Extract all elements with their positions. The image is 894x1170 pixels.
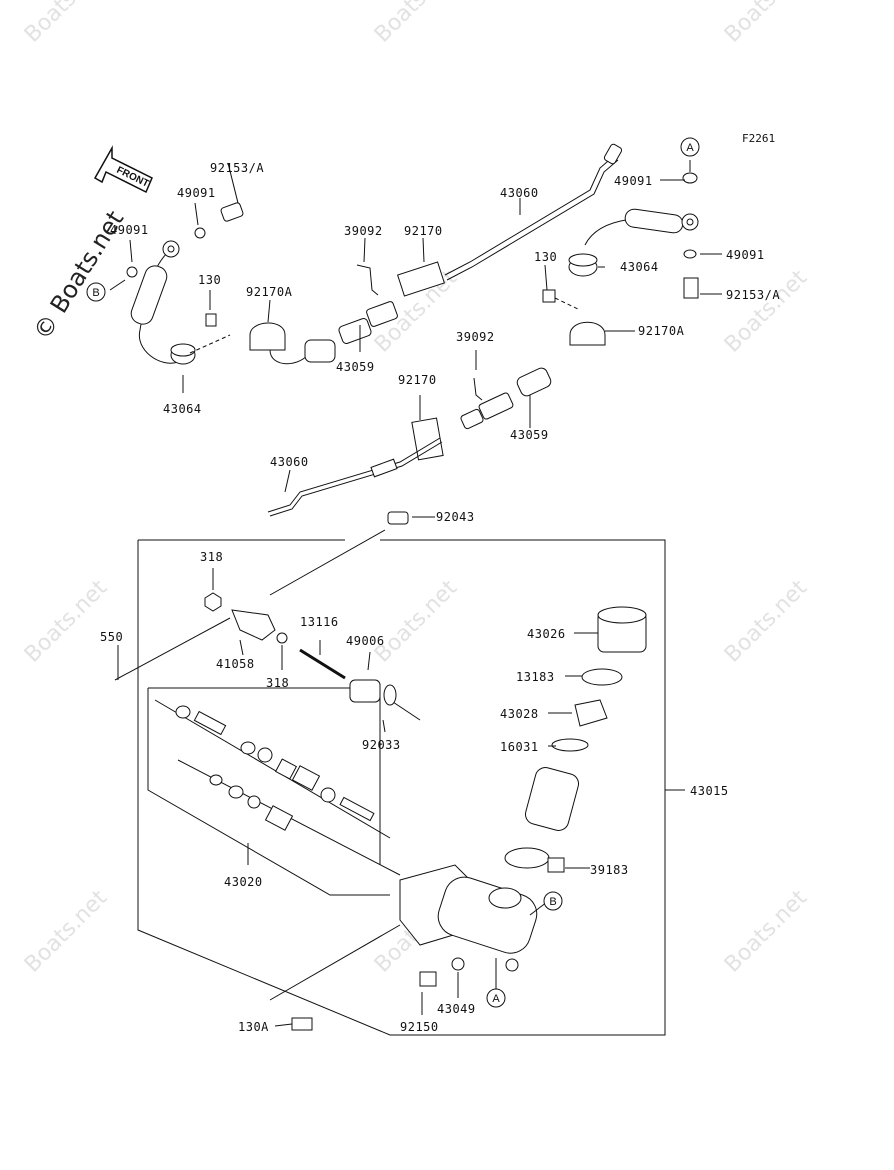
part-label[interactable]: 43049: [437, 1002, 476, 1016]
callout-a-label: A: [492, 993, 500, 1005]
part-label[interactable]: 49091: [110, 223, 149, 237]
part-label[interactable]: 43064: [620, 260, 659, 274]
part-label[interactable]: 92170A: [638, 324, 685, 338]
callout-b-bottom: [543, 891, 563, 911]
part-label[interactable]: 92170: [398, 373, 437, 387]
part-label[interactable]: 49006: [346, 634, 385, 648]
part-label[interactable]: 92033: [362, 738, 401, 752]
part-label[interactable]: 43028: [500, 707, 539, 721]
part-label[interactable]: 39092: [344, 224, 383, 238]
callout-b-left: [86, 282, 106, 302]
part-label[interactable]: 49091: [177, 186, 216, 200]
part-label[interactable]: 43060: [500, 186, 539, 200]
callout-b-label: B: [549, 896, 556, 908]
callout-a-label: A: [686, 142, 694, 154]
part-label[interactable]: 43064: [163, 402, 202, 416]
part-label[interactable]: 43015: [690, 784, 729, 798]
part-label[interactable]: 92153/A: [210, 161, 265, 175]
part-label[interactable]: 41058: [216, 657, 255, 671]
part-label[interactable]: 16031: [500, 740, 539, 754]
part-label[interactable]: 130A: [238, 1020, 269, 1034]
part-label[interactable]: 39092: [456, 330, 495, 344]
part-label[interactable]: 318: [200, 550, 224, 564]
part-label[interactable]: 39183: [590, 863, 629, 877]
part-label[interactable]: 43060: [270, 455, 309, 469]
part-label[interactable]: 550: [100, 630, 124, 644]
part-label[interactable]: 92150: [400, 1020, 439, 1034]
part-label[interactable]: 49091: [726, 248, 765, 262]
callout-a-top: [680, 137, 700, 157]
part-label[interactable]: 43059: [510, 428, 549, 442]
part-label[interactable]: 13116: [300, 615, 339, 629]
front-arrow-icon: FRONT: [93, 145, 153, 194]
part-label[interactable]: 43026: [527, 627, 566, 641]
part-label[interactable]: 92170A: [246, 285, 293, 299]
part-label[interactable]: 92043: [436, 510, 475, 524]
callout-a-bottom: [486, 988, 506, 1008]
part-label[interactable]: 43059: [336, 360, 375, 374]
figure-code: F2261: [742, 132, 776, 145]
part-label[interactable]: 49091: [614, 174, 653, 188]
part-label[interactable]: 318: [266, 676, 290, 690]
part-label[interactable]: 43020: [224, 875, 263, 889]
part-label[interactable]: 13183: [516, 670, 555, 684]
part-label[interactable]: 92170: [404, 224, 443, 238]
part-label[interactable]: 92153/A: [726, 288, 781, 302]
part-label[interactable]: 130: [534, 250, 558, 264]
part-label[interactable]: 130: [198, 273, 222, 287]
callout-b-label: B: [92, 287, 99, 299]
